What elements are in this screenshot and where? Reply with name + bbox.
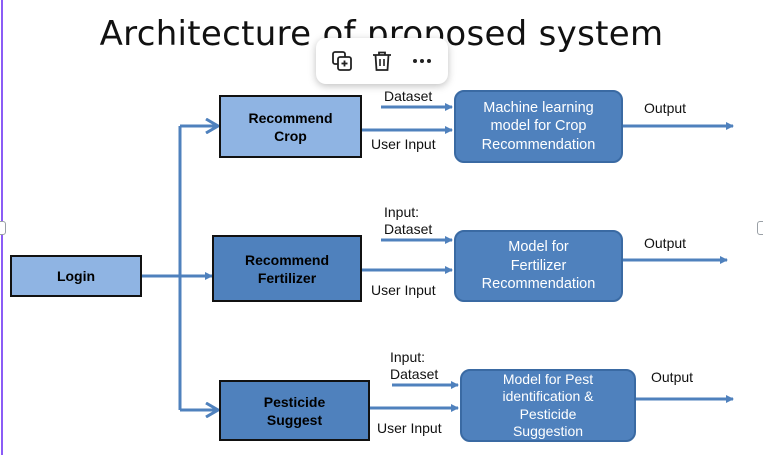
- recommend-crop-label: Recommend Crop: [248, 109, 333, 144]
- login-label: Login: [56, 268, 96, 284]
- dataset-label-1[interactable]: Dataset: [384, 88, 433, 104]
- pesticide-suggest-box[interactable]: Pesticide Suggest: [219, 380, 370, 441]
- pesticide-suggest-label: Pesticide Suggest: [263, 393, 326, 428]
- pest-model-label: Model for Pest identification & Pesticid…: [502, 370, 594, 440]
- output-label-2[interactable]: Output: [644, 235, 687, 251]
- user-input-label-3[interactable]: User Input: [377, 420, 442, 436]
- pest-model-box[interactable]: Model for Pest identification & Pesticid…: [460, 369, 636, 442]
- fertilizer-model-box[interactable]: Model for Fertilizer Recommendation: [454, 230, 623, 302]
- fertilizer-model-label: Model for Fertilizer Recommendation: [481, 239, 596, 293]
- login-box[interactable]: Login: [10, 255, 142, 297]
- resize-handle-left[interactable]: [0, 221, 6, 235]
- crop-model-box[interactable]: Machine learning model for Crop Recommen…: [454, 90, 623, 163]
- user-input-label-1[interactable]: User Input: [371, 136, 436, 152]
- recommend-fertilizer-label: Recommend Fertilizer: [244, 251, 330, 286]
- user-input-label-2[interactable]: User Input: [371, 282, 436, 298]
- resize-handle-right[interactable]: [757, 221, 763, 235]
- dataset-label-3[interactable]: Input: Dataset: [390, 349, 439, 382]
- more-icon: [413, 59, 431, 63]
- output-label-3[interactable]: Output: [651, 369, 694, 385]
- floating-toolbar: [316, 38, 448, 84]
- duplicate-icon: [332, 51, 352, 71]
- recommend-crop-box[interactable]: Recommend Crop: [219, 95, 362, 158]
- dataset-label-2[interactable]: Input: Dataset: [384, 204, 433, 237]
- more-options-button[interactable]: [405, 44, 439, 78]
- crop-model-label: Machine learning model for Crop Recommen…: [481, 99, 596, 153]
- output-label-1[interactable]: Output: [644, 100, 687, 116]
- trash-icon: [373, 51, 391, 71]
- delete-button[interactable]: [365, 44, 399, 78]
- duplicate-button[interactable]: [325, 44, 359, 78]
- recommend-fertilizer-box[interactable]: Recommend Fertilizer: [212, 235, 362, 302]
